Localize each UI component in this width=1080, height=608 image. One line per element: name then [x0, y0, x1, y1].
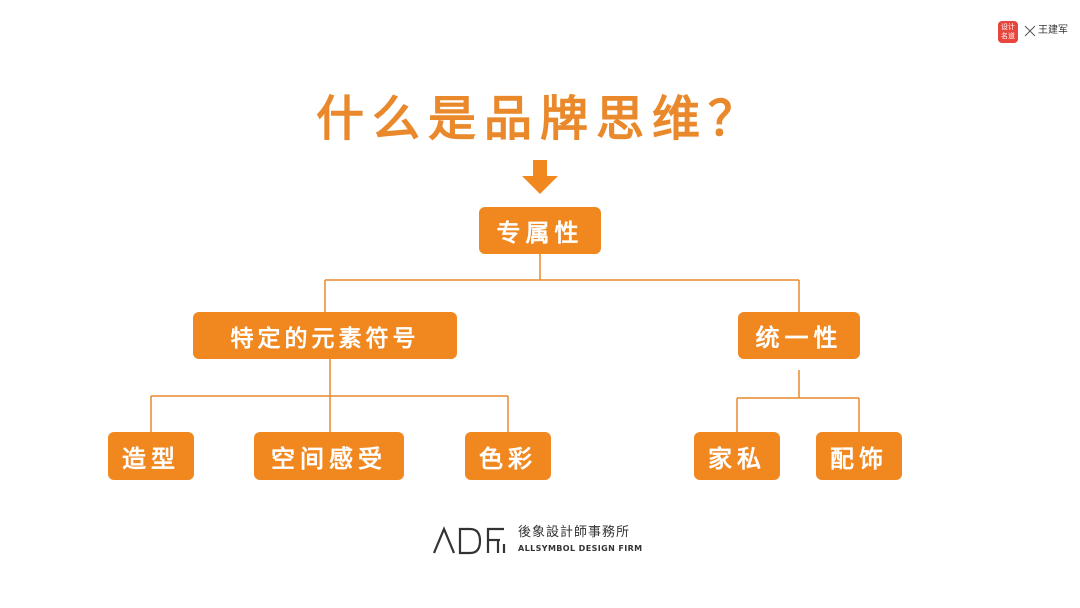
brand-badge-line1: 设计	[1001, 23, 1015, 31]
node-spatial-feeling: 空间感受	[254, 432, 404, 480]
node-color: 色彩	[465, 432, 551, 480]
firm-name-cn: 後象設計師事務所	[518, 525, 631, 540]
author-name: 王建军	[1038, 25, 1068, 36]
down-arrow-icon	[522, 160, 558, 194]
node-root: 专属性	[479, 207, 601, 254]
firm-name-en: ALLSYMBOL DESIGN FIRM	[518, 544, 643, 553]
node-furniture: 家私	[694, 432, 780, 480]
adf-logo	[432, 526, 506, 555]
page-title: 什么是品牌思维？	[315, 91, 764, 147]
node-shape: 造型	[108, 432, 194, 480]
node-specific-symbols: 特定的元素符号	[193, 312, 457, 359]
node-accessories: 配饰	[816, 432, 902, 480]
brand-badge-line2: 名道	[1001, 32, 1015, 40]
node-unity: 统一性	[738, 312, 860, 359]
brand-badge: 设计 名道	[998, 21, 1018, 43]
cross-icon	[1024, 25, 1036, 37]
